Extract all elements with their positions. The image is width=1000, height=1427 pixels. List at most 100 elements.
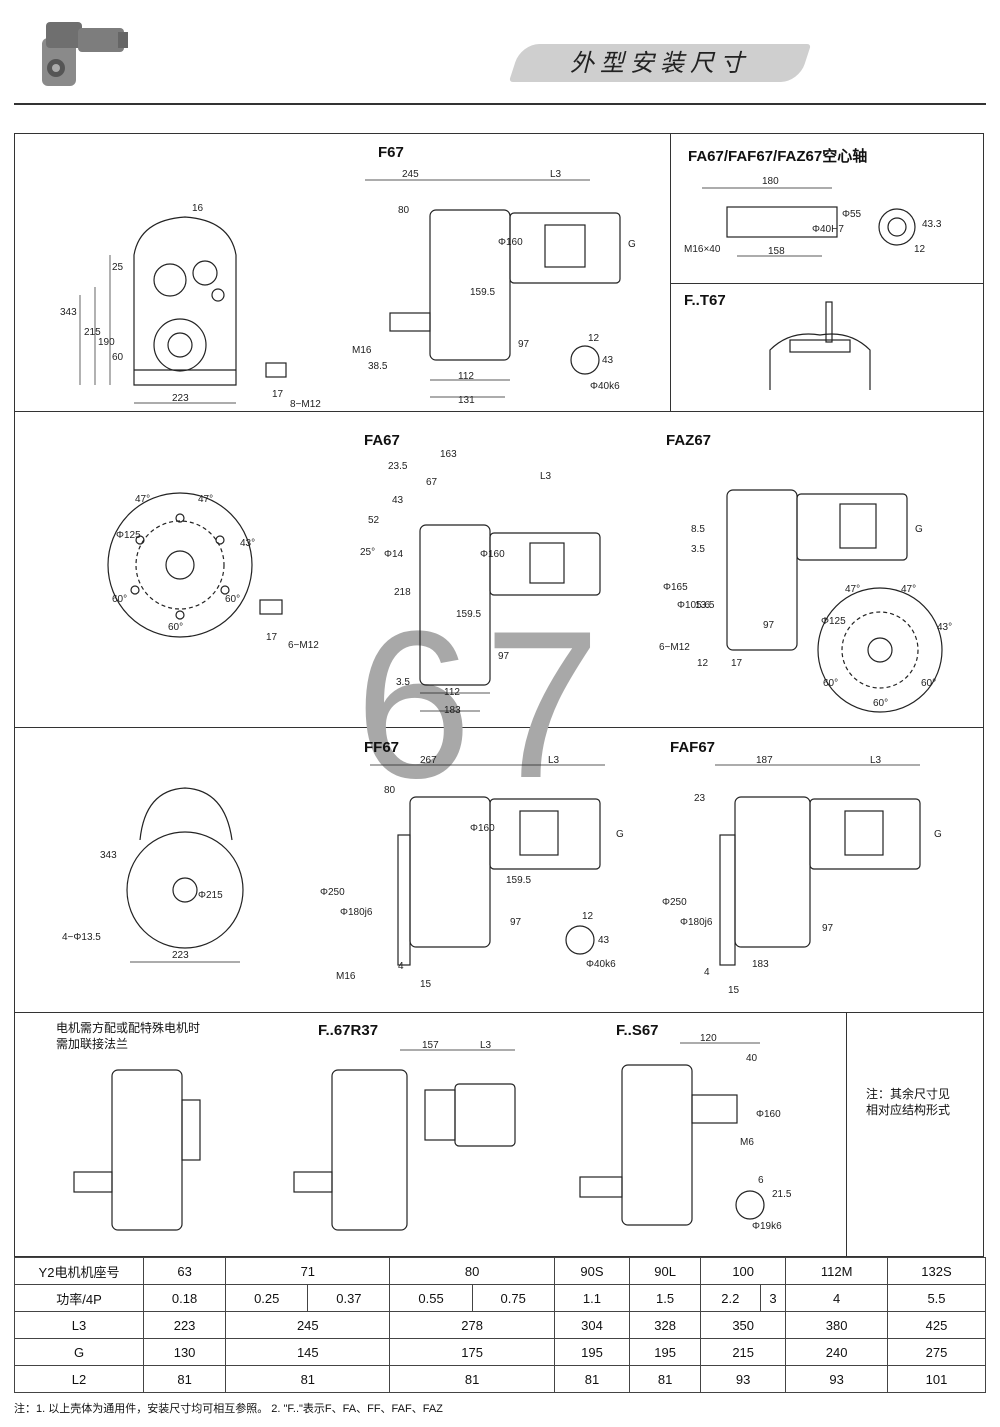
dim-label: 163 — [440, 449, 457, 460]
dim-label: 112 — [458, 371, 474, 382]
grid-divider — [670, 283, 984, 284]
table-cell: 3 — [759, 1284, 787, 1312]
dim-label: 21.5 — [772, 1189, 792, 1200]
table-cell: 4 — [785, 1284, 888, 1312]
dim-label: Φ19k6 — [752, 1221, 782, 1232]
faf67-view: 187 L3 23 G Φ250 Φ180j6 97 4 15 183 — [662, 755, 942, 996]
dim-label: 8.5 — [691, 524, 705, 535]
f67r37-view: 157 L3 — [293, 1040, 516, 1231]
grid-divider — [670, 133, 671, 411]
footnote: 注：1. 以上壳体为通用件，安装尺寸均可相互参照。 2. "F.."表示F、FA… — [14, 1403, 443, 1415]
ft67-view — [769, 301, 871, 390]
row-label: 功率/4P — [14, 1284, 144, 1312]
table-cell: 0.37 — [307, 1284, 391, 1312]
label-ft67: F..T67 — [684, 292, 726, 309]
table-cell: 223 — [142, 1311, 227, 1339]
dim-label: 6−M12 — [288, 640, 319, 651]
watermark-67: 67 — [355, 587, 613, 822]
dim-label: 23.5 — [388, 461, 408, 472]
dim-label: 80 — [398, 205, 410, 216]
table-cell: 0.18 — [142, 1284, 227, 1312]
dim-label: 47° — [901, 584, 916, 595]
fa67-side-view: 163 23.5 L3 67 43 52 25° Φ14 Φ160 218 15… — [360, 449, 601, 716]
dim-label: 16 — [192, 203, 204, 214]
dim-label: G — [915, 524, 923, 535]
f67-front-view: 16 343 215 190 25 60 223 17 8−M12 — [60, 203, 321, 410]
dim-label: 17 — [272, 389, 284, 400]
dim-label: 60° — [921, 678, 936, 689]
table-cell: 278 — [389, 1311, 555, 1339]
table-cell: 63 — [142, 1257, 227, 1285]
dim-label: 343 — [100, 850, 117, 861]
dim-label: Φ180j6 — [680, 917, 713, 928]
dim-label: 60° — [112, 594, 127, 605]
label-f67r37: F..67R37 — [318, 1022, 379, 1039]
table-cell: 90L — [629, 1257, 702, 1285]
table-cell: 112M — [785, 1257, 888, 1285]
table-cell: 93 — [700, 1365, 787, 1393]
dim-label: 6−M12 — [659, 642, 690, 653]
ff67-front-view: 343 Φ215 4−Φ13.5 223 — [62, 787, 244, 963]
table-cell: 350 — [700, 1311, 787, 1339]
grid-divider — [846, 1012, 847, 1257]
dim-label: 60° — [225, 594, 240, 605]
dim-label: 157 — [422, 1040, 439, 1051]
row-label: G — [14, 1338, 144, 1366]
dim-label: 25° — [360, 547, 375, 558]
table-cell: 425 — [886, 1311, 987, 1339]
dim-label: 43° — [937, 622, 952, 633]
drawing-frame — [14, 133, 984, 1257]
dim-label: 112 — [444, 687, 460, 698]
table-cell: 81 — [389, 1365, 555, 1393]
dim-label: 17 — [266, 632, 278, 643]
table-cell: 71 — [225, 1257, 391, 1285]
dim-label: 80 — [384, 785, 396, 796]
dim-label: 52 — [368, 515, 380, 526]
table-cell: 101 — [886, 1365, 987, 1393]
label-faz67: FAZ67 — [666, 432, 712, 449]
fs67-view: 120 40 Φ160 M6 6 21.5 Φ19k6 — [579, 1033, 792, 1232]
dim-label: G — [628, 239, 636, 250]
dim-label: 159.5 — [506, 875, 531, 886]
label-fa67: FA67 — [364, 432, 400, 449]
dim-label: 183 — [752, 959, 769, 970]
table-cell: 304 — [553, 1311, 631, 1339]
side-note-line: 注：其余尺寸见 — [866, 1087, 951, 1101]
dim-label: 3.5 — [396, 677, 410, 688]
dim-label: 15 — [728, 985, 740, 996]
dim-label: 15 — [420, 979, 432, 990]
dim-label: 159.5 — [456, 609, 481, 620]
dim-label: 12 — [697, 658, 709, 669]
row-label: Y2电机机座号 — [14, 1257, 144, 1285]
header-rule — [14, 103, 986, 105]
dim-label: Φ40H7 — [812, 224, 844, 235]
dim-label: Φ105.6 — [677, 600, 710, 611]
dim-label: Φ180j6 — [340, 907, 373, 918]
motor-note-line: 电机需方配或配特殊电机时 — [56, 1021, 201, 1035]
dim-label: 223 — [172, 950, 189, 961]
dim-label: 17 — [731, 658, 743, 669]
side-note: 注：其余尺寸见 相对应结构形式 — [866, 1086, 950, 1118]
grid-divider — [14, 1012, 984, 1013]
dim-label: 12 — [914, 244, 926, 255]
dim-label: 223 — [172, 393, 189, 404]
table-cell: 240 — [785, 1338, 888, 1366]
table-cell: 2.2 — [700, 1284, 761, 1312]
faz67-view: 8.5 3.5 Φ165 Φ105.6 13.5 6−M12 12 17 97 … — [659, 489, 952, 713]
table-cell: 145 — [225, 1338, 391, 1366]
label-fa67-hollow: FA67/FAF67/FAZ67空心轴 — [688, 148, 868, 165]
table-cell: 5.5 — [886, 1284, 987, 1312]
ff67-side-view: 267 L3 80 Φ160 159.5 G Φ250 Φ180j6 M16 4… — [320, 755, 624, 990]
table-cell: 93 — [785, 1365, 888, 1393]
table-cell: 81 — [553, 1365, 631, 1393]
dim-label: 97 — [822, 923, 834, 934]
hollow-shaft-view: 180 M16×40 Φ40H7 Φ55 158 43.3 12 — [684, 176, 942, 257]
dim-label: M16 — [352, 345, 372, 356]
table-cell: 275 — [886, 1338, 987, 1366]
table-cell: 1.5 — [629, 1284, 702, 1312]
table-cell: 0.55 — [389, 1284, 473, 1312]
dim-label: 43 — [602, 355, 614, 366]
dim-label: Φ160 — [756, 1109, 781, 1120]
